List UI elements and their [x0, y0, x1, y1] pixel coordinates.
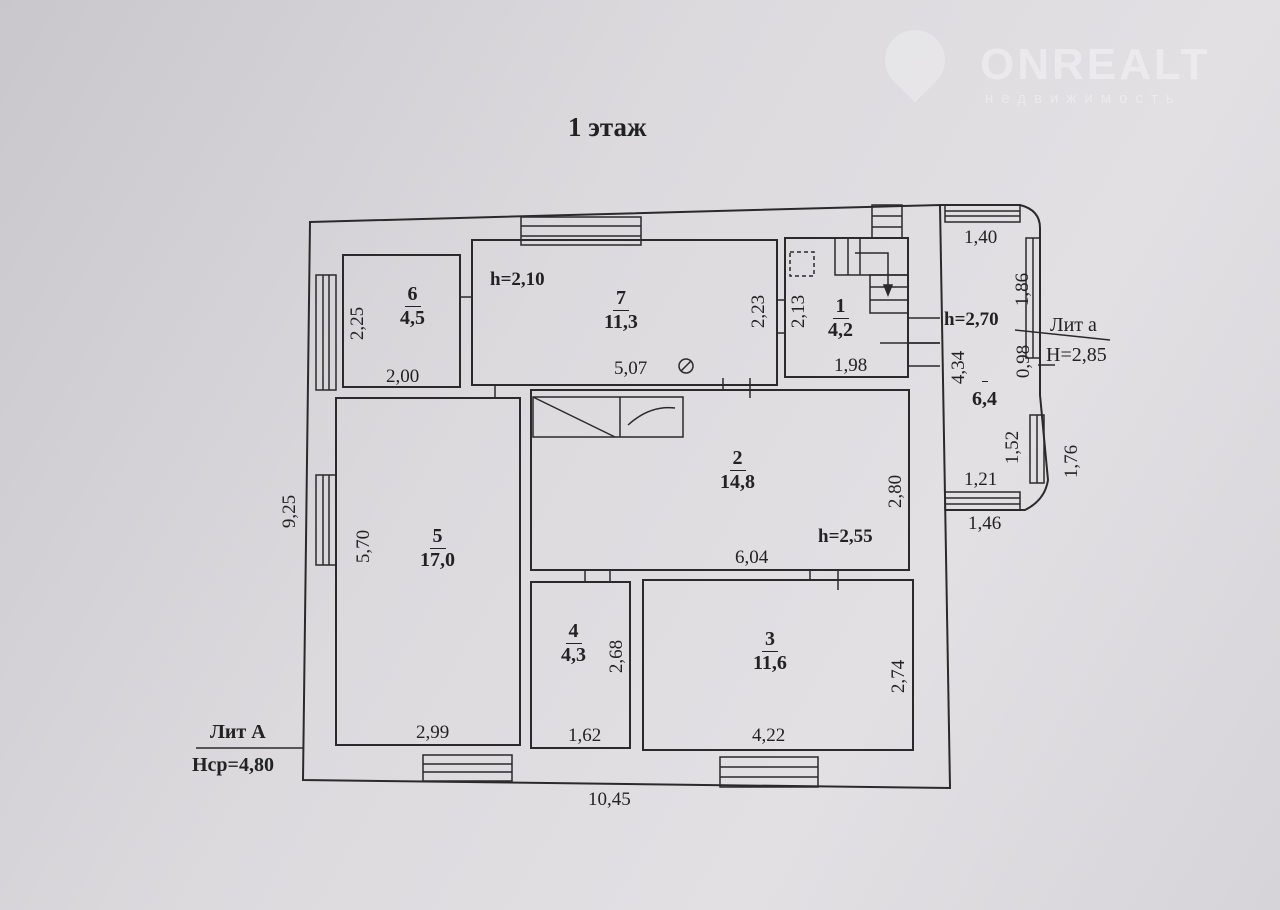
room-number: 7: [612, 287, 629, 311]
room-number: 3: [761, 628, 778, 652]
dim-annex-height: 4,34: [948, 350, 970, 385]
room-area: 4,3: [561, 644, 586, 666]
floor-title: 1 этаж: [568, 112, 647, 142]
dim-r7-width: 5,07: [614, 358, 648, 379]
dim-r1-width: 1,98: [834, 355, 868, 376]
dim-annex-side3: 1,52: [1002, 430, 1024, 465]
room-3-outline: [642, 579, 914, 751]
room-6-outline: [342, 254, 461, 388]
room-2-outline: [530, 389, 910, 571]
dim-r6-width: 2,00: [386, 366, 420, 387]
doors: [196, 270, 1111, 749]
room-area: 4,5: [400, 307, 425, 329]
dim-r5-height: 5,70: [353, 529, 375, 564]
room-area: 11,6: [753, 652, 787, 674]
dim-annex-bottom-outer: 1,46: [968, 513, 1002, 534]
gas-symbol-icon: [678, 358, 694, 374]
outer-wall: [301, 203, 952, 790]
room-area: 17,0: [420, 549, 455, 571]
height-room-7: h=2,10: [490, 269, 545, 290]
dim-annex-side2: 0,98: [1013, 344, 1035, 379]
dim-r4-height: 2,68: [606, 639, 628, 674]
dim-annex-side1: 1,86: [1012, 272, 1034, 307]
dim-r3-height: 2,74: [888, 659, 910, 694]
room-number: 6: [404, 283, 421, 307]
lit-a-main-label: Лит А: [210, 721, 266, 743]
watermark-subtitle: недвижимость: [985, 90, 1182, 107]
annex-wall: [940, 204, 1050, 511]
watermark-brand: ONREALT: [980, 40, 1211, 89]
dim-r3-width: 4,22: [752, 725, 786, 746]
dim-total-width: 10,45: [588, 789, 631, 810]
room-number: 5: [429, 525, 446, 549]
dim-r5-width: 2,99: [416, 722, 450, 743]
dim-r2-height: 2,80: [885, 474, 907, 509]
dim-annex-side4: 1,76: [1061, 444, 1083, 479]
room-5-outline: [335, 397, 521, 746]
room-area: 4,2: [828, 319, 853, 341]
room-area: 6,4: [972, 388, 997, 410]
room-4-outline: [530, 581, 631, 749]
height-room-2: h=2,55: [818, 526, 873, 547]
stairs: [532, 237, 909, 438]
dim-r6-height: 2,25: [347, 306, 369, 341]
dim-r2-width: 6,04: [735, 547, 769, 568]
dim-r7-height: 2,23: [748, 294, 770, 329]
windows: [315, 204, 1045, 788]
room-annex-label: 6,4: [972, 365, 997, 411]
dim-r1-height: 2,13: [788, 294, 810, 329]
lit-a-annex-label: Лит а: [1050, 314, 1097, 336]
dim-annex-top: 1,40: [964, 227, 998, 248]
height-room-1: h=2,70: [944, 309, 999, 330]
room-number: [981, 381, 988, 382]
room-number: 4: [565, 620, 582, 644]
room-number: 1: [832, 295, 849, 319]
dim-r4-width: 1,62: [568, 725, 602, 746]
lit-a-annex-height: H=2,85: [1046, 344, 1107, 366]
ventilation-icon: [789, 251, 815, 277]
room-area: 11,3: [604, 311, 638, 333]
room-7-outline: [471, 239, 778, 386]
dim-annex-bottom-inner: 1,21: [964, 469, 998, 490]
dim-total-height: 9,25: [279, 494, 301, 529]
lit-a-main-height: Hср=4,80: [192, 754, 274, 776]
room-area: 14,8: [720, 471, 755, 493]
room-number: 2: [729, 447, 746, 471]
